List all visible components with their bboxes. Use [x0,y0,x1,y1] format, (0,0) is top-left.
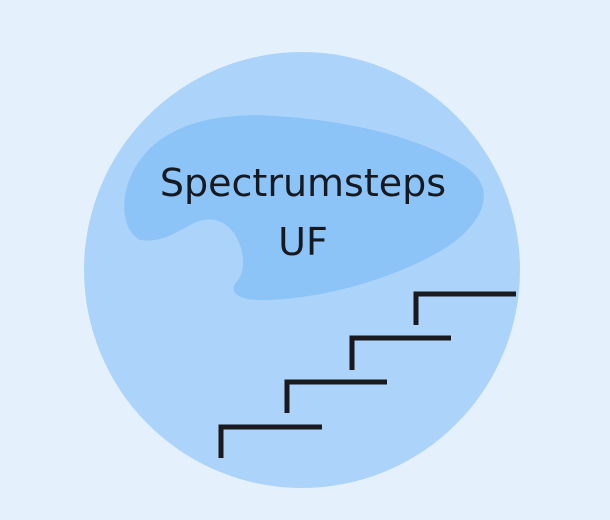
stairs-icon [218,291,516,458]
logo-title-line2: UF [278,220,328,264]
logo-title-line1: Spectrumsteps [160,161,446,205]
stair-step-2 [284,379,387,413]
stair-step-4 [413,291,516,325]
logo-blob [124,115,484,300]
stair-step-3 [349,335,451,370]
stair-step-1 [218,424,322,458]
